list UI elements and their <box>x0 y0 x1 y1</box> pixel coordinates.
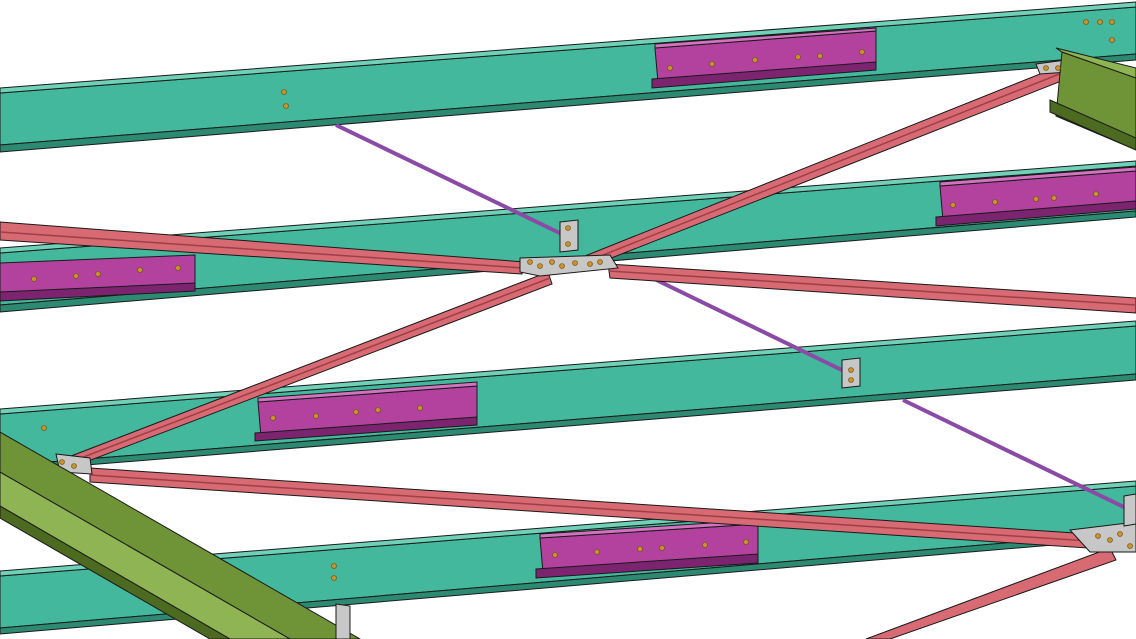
purlin-1-lower-flange <box>0 53 1136 153</box>
bolt <box>313 413 319 419</box>
splice-plate-1 <box>651 27 877 89</box>
bolt <box>1043 65 1049 71</box>
rafter-bottom-left <box>0 431 362 639</box>
bolt <box>1055 65 1061 71</box>
bolt <box>331 563 337 569</box>
bolt <box>283 103 289 109</box>
sag-rods <box>335 123 1131 512</box>
bolt <box>281 89 287 95</box>
bolt <box>1095 533 1101 539</box>
bolt <box>702 542 708 548</box>
bolt <box>1033 196 1039 202</box>
bolt <box>331 575 337 581</box>
bolt <box>1127 543 1133 549</box>
bolt <box>1097 19 1103 25</box>
bolt <box>743 539 749 545</box>
bolt <box>1107 537 1113 543</box>
bolt <box>1117 531 1123 537</box>
bolt <box>795 54 801 60</box>
bolt <box>950 202 956 208</box>
bolt <box>667 65 673 71</box>
bolt <box>71 463 77 469</box>
bolt <box>587 261 593 267</box>
bolt <box>659 545 665 551</box>
sag-rod-clip-upper <box>559 219 579 253</box>
bolt <box>594 549 600 555</box>
sag-rod-upper <box>335 123 571 240</box>
purlin-1-flange <box>0 1 1136 94</box>
bolt <box>709 61 715 67</box>
bolt <box>552 552 558 558</box>
splice-plate-2 <box>935 166 1136 227</box>
sag-rod-clip-lower <box>1123 493 1136 527</box>
bolt <box>1051 195 1057 201</box>
rafters <box>0 47 1136 639</box>
bolt <box>73 273 79 279</box>
purlin-1 <box>0 1 1136 153</box>
bolt <box>137 267 143 273</box>
bolt <box>597 259 603 265</box>
purlin-3-lower-flange <box>0 373 1136 473</box>
rafter-top-right <box>1049 47 1136 151</box>
purlin-3 <box>0 320 1136 473</box>
bolt <box>417 405 423 411</box>
bolt <box>859 49 865 55</box>
bolt <box>527 259 533 265</box>
bolt <box>353 409 359 415</box>
bolt <box>565 241 571 247</box>
bolt <box>817 53 823 59</box>
splice-plate-4 <box>254 381 478 442</box>
bolt <box>572 260 578 266</box>
bolt <box>1093 191 1099 197</box>
gusset-center <box>519 254 619 277</box>
bolt <box>549 259 555 265</box>
bolt <box>95 271 101 277</box>
bolt <box>1083 19 1089 25</box>
bolt <box>848 367 854 373</box>
bolt <box>59 459 65 465</box>
splice-plates <box>0 27 1136 579</box>
sag-rod-lower <box>902 398 1131 512</box>
purlin-4-flange <box>0 480 1136 577</box>
bolt <box>1109 37 1115 43</box>
bolt <box>175 265 181 271</box>
brace-top-left <box>0 221 526 275</box>
sag-rod-middle <box>639 270 851 376</box>
bolt <box>559 263 565 269</box>
bolts <box>31 19 1133 581</box>
bolt <box>752 57 758 63</box>
bolt <box>637 546 643 552</box>
gusset-bottom-right <box>1068 521 1136 553</box>
purlin-3-flange <box>0 320 1136 415</box>
bolt <box>375 407 381 413</box>
rafter-stiffener <box>335 603 351 639</box>
bolt <box>1109 19 1115 25</box>
splice-plate-5 <box>535 519 759 579</box>
bolt <box>41 425 47 431</box>
brace-bottom-right <box>865 547 1117 639</box>
diagonal-braces <box>0 65 1136 639</box>
bolt <box>848 377 854 383</box>
bolt <box>992 199 998 205</box>
bolt <box>270 415 276 421</box>
bolt <box>31 276 37 282</box>
bolt <box>537 263 543 269</box>
sag-rod-clip-middle <box>841 357 861 389</box>
bolt <box>565 225 571 231</box>
